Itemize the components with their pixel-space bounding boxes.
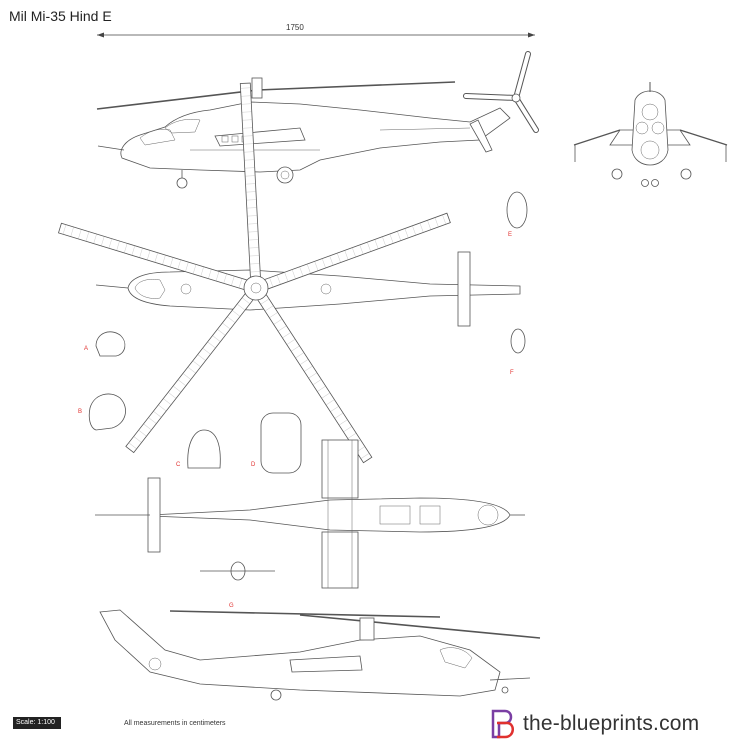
front-view bbox=[573, 82, 728, 187]
brand-logo-icon bbox=[491, 709, 514, 739]
page-title: Mil Mi-35 Hind E bbox=[9, 8, 112, 24]
brand-name: the-blueprints.com bbox=[523, 712, 700, 735]
side-view-mirrored bbox=[99, 609, 541, 701]
side-view bbox=[96, 51, 539, 189]
scale-badge: Scale: 1:100 bbox=[13, 717, 61, 729]
section-label-f: F bbox=[510, 370, 514, 376]
top-view bbox=[57, 82, 521, 464]
section-label-c: C bbox=[176, 462, 181, 468]
section-label-b: B bbox=[78, 409, 82, 415]
measurement-note: All measurements in centimeters bbox=[124, 720, 226, 727]
dimension-line: 1750 bbox=[97, 23, 535, 38]
section-letters: A B C D E F G bbox=[78, 232, 514, 609]
bottom-view bbox=[95, 439, 525, 589]
brand-block[interactable]: the-blueprints.com bbox=[491, 709, 699, 739]
section-label-d: D bbox=[251, 462, 256, 468]
section-label-a: A bbox=[84, 346, 88, 352]
dimension-value: 1750 bbox=[286, 23, 304, 32]
section-label-e: E bbox=[508, 232, 512, 238]
section-label-g: G bbox=[229, 603, 234, 609]
section-profiles bbox=[88, 191, 528, 581]
